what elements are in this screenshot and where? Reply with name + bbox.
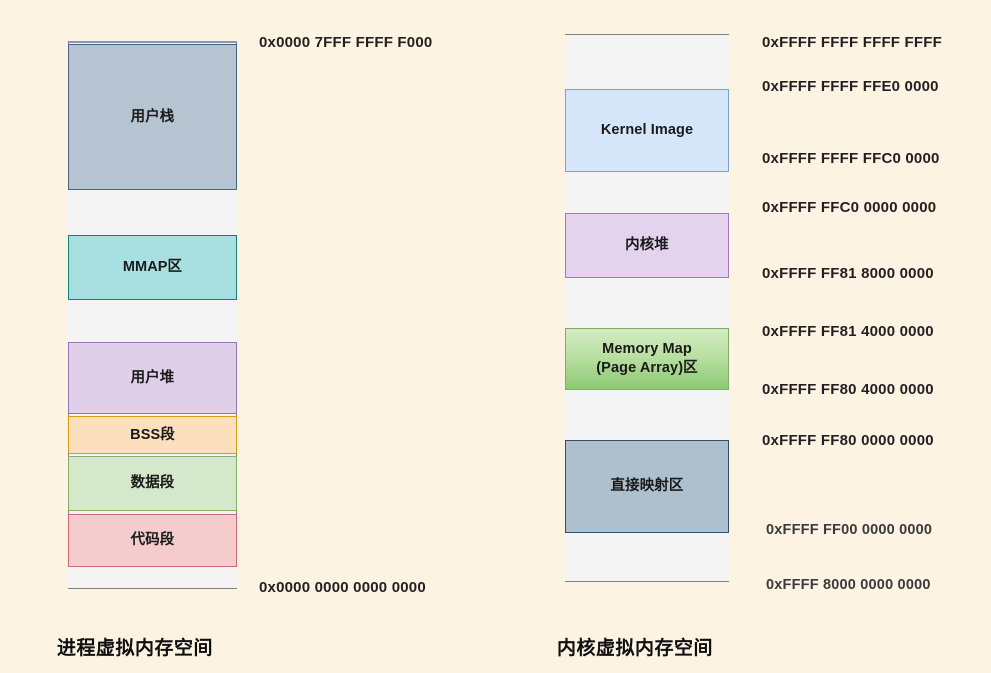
process-block-label: BSS段 bbox=[130, 426, 175, 443]
kernel-address-3: 0xFFFF FFC0 0000 0000 bbox=[762, 199, 937, 216]
process-block-bss: BSS段 bbox=[68, 416, 237, 454]
process-gap-1 bbox=[68, 190, 237, 235]
process-block-label: 数据段 bbox=[130, 475, 175, 492]
kernel-gap-8 bbox=[565, 533, 729, 581]
kernel-block-list: Kernel Image 内核堆 Memory Map (Page Array)区直… bbox=[565, 34, 729, 582]
process-block-label: MMAP区 bbox=[122, 259, 183, 276]
kernel-block-kernel-heap: 内核堆 bbox=[565, 213, 729, 278]
kernel-address-5: 0xFFFF FF81 4000 0000 bbox=[762, 323, 934, 340]
kernel-block-kernel-image: Kernel Image bbox=[565, 89, 729, 172]
process-block-list: 用户栈 MMAP区用户堆 BSS段数据段代码段 bbox=[68, 41, 237, 589]
kernel-address-2: 0xFFFF FFFF FFC0 0000 bbox=[762, 150, 940, 167]
process-gap-3 bbox=[68, 300, 237, 342]
kernel-block-label: 内核堆 bbox=[625, 237, 669, 254]
process-bottom-address: 0x0000 0000 0000 0000 bbox=[259, 579, 426, 596]
process-block-label: 代码段 bbox=[130, 532, 175, 549]
kernel-address-7: 0xFFFF FF80 0000 0000 bbox=[762, 432, 934, 449]
kernel-block-label: 直接映射区 bbox=[610, 478, 684, 495]
kernel-address-6: 0xFFFF FF80 4000 0000 bbox=[762, 381, 934, 398]
kernel-gap-4 bbox=[565, 278, 729, 328]
kernel-block-direct-map: 直接映射区 bbox=[565, 440, 729, 533]
kernel-address-9: 0xFFFF 8000 0000 0000 bbox=[766, 577, 931, 593]
process-space-caption: 进程虚拟内存空间 bbox=[57, 638, 214, 659]
kernel-gap-2 bbox=[565, 172, 729, 213]
process-memory-column: 用户栈 MMAP区用户堆 BSS段数据段代码段 bbox=[68, 41, 237, 589]
process-block-label: 用户堆 bbox=[130, 369, 175, 386]
kernel-address-0: 0xFFFF FFFF FFFF FFFF bbox=[762, 34, 942, 51]
kernel-address-1: 0xFFFF FFFF FFE0 0000 bbox=[762, 78, 939, 95]
kernel-block-label: Kernel Image bbox=[600, 122, 694, 139]
kernel-address-8: 0xFFFF FF00 0000 0000 bbox=[766, 522, 933, 538]
kernel-space-caption: 内核虚拟内存空间 bbox=[557, 638, 714, 659]
process-block-user-heap: 用户堆 bbox=[68, 342, 237, 414]
process-block-text: 代码段 bbox=[68, 514, 237, 567]
kernel-block-label: Memory Map (Page Array)区 bbox=[596, 341, 698, 376]
kernel-gap-6 bbox=[565, 390, 729, 440]
process-top-address: 0x0000 7FFF FFFF F000 bbox=[259, 34, 433, 51]
process-block-mmap: MMAP区 bbox=[68, 235, 237, 300]
process-block-data: 数据段 bbox=[68, 456, 237, 511]
process-block-user-stack: 用户栈 bbox=[68, 44, 237, 190]
kernel-memory-column: Kernel Image 内核堆 Memory Map (Page Array)区直… bbox=[565, 34, 729, 582]
kernel-gap-0 bbox=[565, 35, 729, 89]
kernel-address-4: 0xFFFF FF81 8000 0000 bbox=[762, 265, 934, 282]
process-gap-8 bbox=[68, 567, 237, 588]
process-block-label: 用户栈 bbox=[130, 108, 175, 125]
kernel-block-memory-map: Memory Map (Page Array)区 bbox=[565, 328, 729, 390]
